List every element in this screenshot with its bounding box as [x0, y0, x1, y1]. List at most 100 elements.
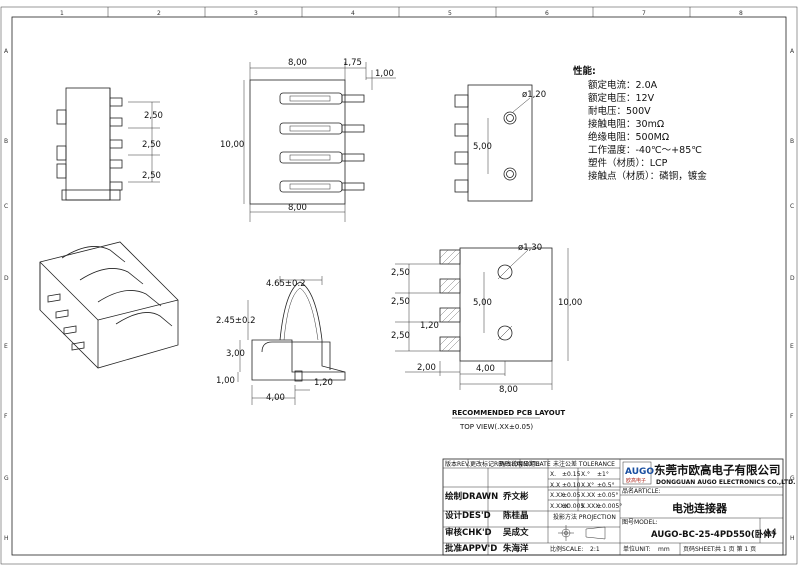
col-label: 8	[739, 10, 743, 17]
sheet-size: A4	[765, 528, 777, 538]
pcb-pads	[439, 249, 461, 352]
col-label: 4	[351, 10, 355, 17]
dim-pcb-pitch-1: 2,50	[391, 268, 410, 278]
dim-pitch-2: 2,50	[142, 140, 161, 150]
row-label: C	[790, 203, 794, 210]
dim-pitch-1: 2,50	[144, 111, 163, 121]
checked-role: 审核CHK'D	[445, 527, 492, 538]
logo-sub: 欧高电子	[626, 477, 646, 484]
row-markers: A B C D E F G H A B C D E F G H	[4, 48, 795, 542]
row-label: E	[4, 343, 8, 350]
unit-label: 单位UNIT:	[623, 545, 651, 553]
dim-pcb-8: 8,00	[499, 385, 518, 395]
dim-pcb-1-20: 1,20	[420, 321, 439, 331]
title-block: 版本REV. 更改标记REVISION 更改说明NOTE 日期DATE 未注公差…	[442, 458, 795, 556]
dim-pitch-3: 2,50	[142, 171, 161, 181]
dim-front-ext: 1,75	[343, 58, 362, 68]
tol-cell: X.XXX	[581, 503, 599, 510]
dim-section-width: 4.65±0.2	[266, 279, 306, 289]
drawn-name: 乔文彬	[502, 491, 529, 502]
tol-cell: ±0.05	[562, 492, 581, 499]
article-label: 品名ARTICLE:	[622, 487, 661, 495]
tol-cell: ±0.5°	[597, 482, 615, 489]
pcb-layout-view: ø1,30 5,00 10,00 2,50 2,50 2,50 1,20 2,0…	[391, 243, 582, 431]
row-label: B	[790, 138, 794, 145]
company-logo	[622, 461, 652, 485]
dim-pcb-5: 5,00	[473, 298, 492, 308]
rev-note-header: 更改说明NOTE	[499, 460, 540, 468]
isometric-view	[39, 241, 179, 369]
right-side-view: ø1,20 5,00	[454, 84, 546, 202]
dim-pcb-pitch-2: 2,50	[391, 297, 410, 307]
approved-role: 批准APPV'D	[445, 543, 497, 554]
row-label: D	[4, 275, 9, 282]
col-label: 5	[448, 10, 452, 17]
dim-section-1-20: 1,20	[314, 378, 333, 388]
col-label: 1	[60, 10, 64, 17]
tol-cell: ±0.005°	[597, 503, 622, 510]
scale-label: 比例SCALE:	[550, 545, 583, 553]
tol-cell: X.	[550, 471, 556, 478]
tol-cell: X.XX	[550, 492, 564, 499]
dim-pcb-hole: ø1,30	[518, 243, 542, 253]
date-header: 日期DATE	[523, 460, 551, 468]
spec-line: 绝缘电阻：500MΩ	[588, 131, 669, 143]
article-name: 电池连接器	[672, 501, 728, 515]
row-label: H	[790, 535, 795, 542]
dim-side-pitch: 5,00	[473, 142, 492, 152]
spec-line: 耐电压：500V	[588, 105, 651, 117]
scale-value: 2:1	[590, 546, 600, 553]
projection-label: 投影方法 PROJECTION	[553, 513, 616, 521]
row-label: C	[4, 203, 8, 210]
row-label: B	[4, 138, 8, 145]
col-label: 7	[642, 10, 646, 17]
checked-name: 吴成文	[503, 527, 529, 538]
spec-line: 接触点（材质）：磷铜，镀金	[588, 170, 707, 182]
spec-block: 性能: 额定电流：2.0A 额定电压：12V 耐电压：500V 接触电阻：30m…	[573, 65, 707, 182]
tol-cell: ±0.05°	[597, 492, 618, 499]
projection-symbol	[558, 525, 606, 541]
drawn-role: 绘制DRAWN	[445, 491, 498, 502]
row-label: A	[4, 48, 9, 55]
tol-cell: ±1°	[597, 471, 609, 478]
spec-line: 额定电压：12V	[588, 92, 655, 104]
pin-side-view: 2,50 2,50 2,50	[56, 87, 163, 201]
dim-front-lead: 1,00	[375, 69, 394, 79]
tol-cell: X.X	[550, 482, 560, 489]
dim-front-width-top: 8,00	[288, 58, 307, 68]
dim-front-width-bottom: 8,00	[288, 203, 307, 213]
tol-cell: X.°	[581, 471, 590, 478]
row-label: H	[4, 535, 9, 542]
tol-cell: X.X°	[581, 482, 594, 489]
row-label: D	[790, 275, 795, 282]
row-label: E	[790, 343, 794, 350]
tol-cell: X.XX	[581, 492, 595, 499]
row-label: G	[4, 475, 9, 482]
col-label: 3	[254, 10, 258, 17]
sheet-label: 页码SHEET:	[683, 545, 716, 553]
company-name-en: DONGGUAN AUGO ELECTRONICS CO.,LTD.	[656, 479, 795, 486]
spec-line: 接触电阻：30mΩ	[588, 118, 664, 130]
dim-section-3: 3,00	[226, 349, 245, 359]
tol-cell: ±0.005	[562, 503, 584, 510]
dim-pcb-10: 10,00	[558, 298, 582, 308]
dim-section-1: 1,00	[216, 376, 235, 386]
pcb-caption-subtitle: TOP VIEW(.XX±0.05)	[459, 423, 533, 431]
spec-line: 额定电流：2.0A	[588, 79, 658, 91]
dim-section-height: 2.45±0.2	[216, 316, 256, 326]
model-number: AUGO-BC-25-4PD550(卧体)	[651, 529, 776, 540]
spec-heading: 性能:	[573, 65, 596, 77]
designed-name: 陈桂晶	[503, 510, 529, 521]
rev-mark-header: 更改标记REVISION	[470, 460, 523, 468]
tol-cell: ±0.15	[562, 471, 581, 478]
dim-pcb-4: 4,00	[476, 364, 495, 374]
designed-role: 设计DES'D	[445, 510, 491, 521]
column-markers: 1 2 3 4 5 6 7 8	[60, 7, 743, 17]
tolerance-header: 未注公差 TOLERANCE	[553, 460, 615, 468]
col-label: 2	[157, 10, 161, 17]
company-name-cn: 东莞市欧高电子有限公司	[654, 463, 781, 477]
approved-name: 朱海洋	[502, 543, 529, 554]
logo-main: AUGO	[625, 467, 654, 477]
model-label: 图号MODEL:	[622, 519, 658, 526]
